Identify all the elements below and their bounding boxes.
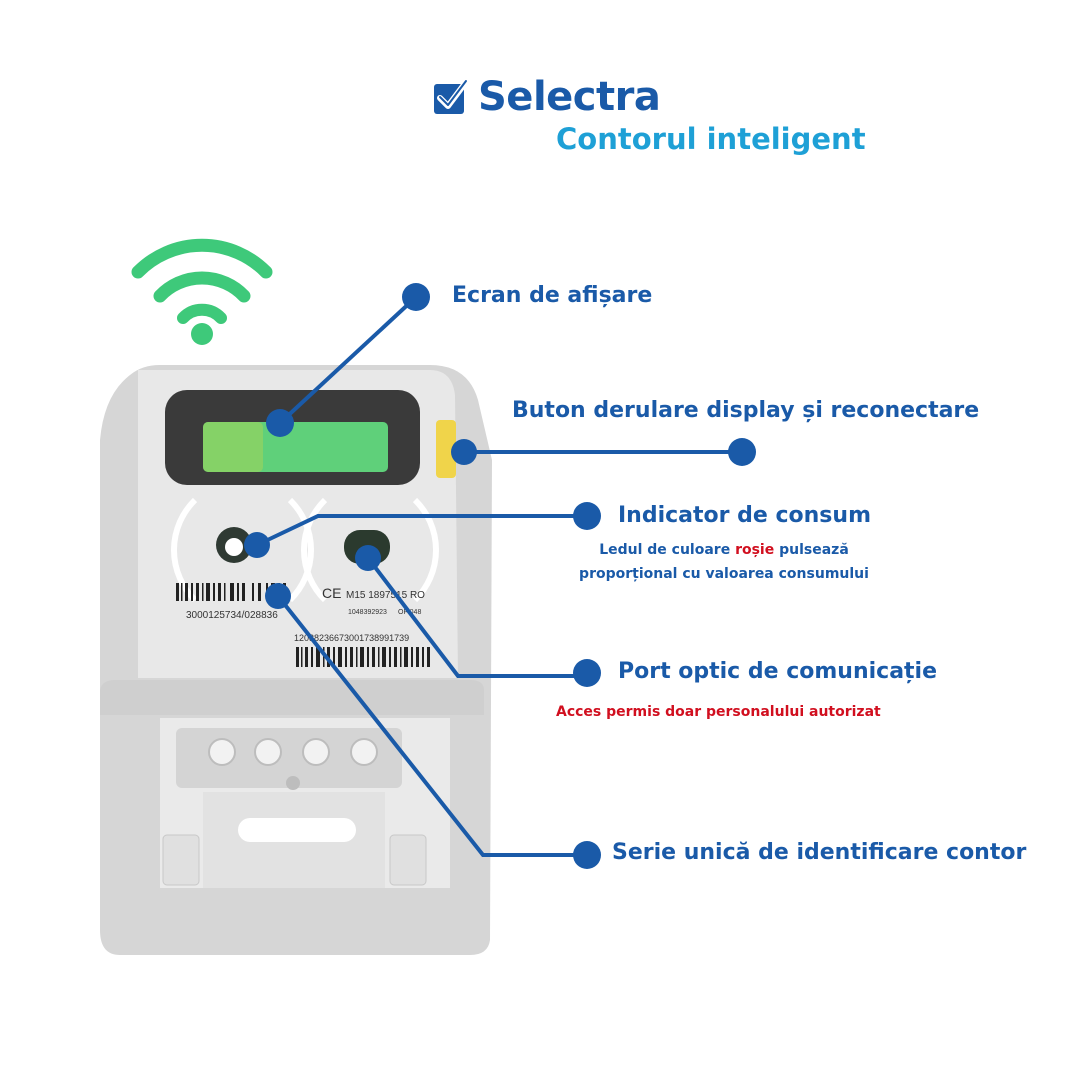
callout-line-display bbox=[278, 296, 417, 425]
meter-body: 3000125734/028836 CE M15 1897515 RO 1048… bbox=[100, 365, 492, 955]
callout-line-optical bbox=[366, 556, 588, 678]
label-serial-number: Serie unică de identificare contor bbox=[612, 840, 1027, 865]
checkbox-check-icon bbox=[434, 79, 469, 114]
dot-indicator-start bbox=[244, 532, 270, 558]
callout-line-indicator bbox=[256, 514, 588, 547]
indicator-desc-end: pulsează bbox=[774, 542, 849, 558]
label-scroll-button: Buton derulare display și reconectare bbox=[512, 398, 980, 423]
dot-optical-start bbox=[355, 545, 381, 571]
ce-mark: CE bbox=[322, 585, 341, 601]
callout-line-serial bbox=[276, 594, 588, 857]
dot-display-start bbox=[266, 409, 294, 437]
wifi-icon bbox=[131, 238, 273, 345]
dot-optical-end bbox=[573, 659, 601, 687]
small-left-text: 1048392923 bbox=[348, 609, 387, 616]
brand-name: Selectra bbox=[478, 74, 661, 120]
indicator-desc-start: Ledul de culoare bbox=[599, 542, 736, 558]
dot-button-end bbox=[728, 438, 756, 466]
page-subtitle: Contorul inteligent bbox=[556, 122, 866, 156]
serial-left-text: 3000125734/028836 bbox=[186, 610, 278, 621]
dot-serial-end bbox=[573, 841, 601, 869]
callout-lines bbox=[256, 296, 742, 857]
label-optical-port: Port optic de comunicație bbox=[618, 659, 938, 684]
callout-dots bbox=[244, 283, 756, 869]
label-consumption-indicator: Indicator de consum bbox=[618, 503, 871, 528]
terminal-screws bbox=[208, 738, 378, 766]
dot-button-start bbox=[451, 439, 477, 465]
label-display-screen: Ecran de afișare bbox=[452, 283, 653, 308]
indicator-description: Ledul de culoare roșie pulsează proporți… bbox=[556, 538, 892, 586]
scroll-button bbox=[436, 420, 456, 478]
barcode-number-text: 12038236673001738991739 bbox=[294, 633, 409, 643]
dot-serial-start bbox=[265, 583, 291, 609]
dot-display-end bbox=[402, 283, 430, 311]
dot-indicator-end bbox=[573, 502, 601, 530]
optical-port-warning: Acces permis doar personalului autorizat bbox=[556, 704, 881, 720]
indicator-desc-red: roșie bbox=[735, 542, 775, 558]
indicator-desc-line2: proporțional cu valoarea consumului bbox=[579, 566, 869, 582]
brand-logo: Selectra bbox=[432, 72, 661, 122]
model-text: M15 1897515 RO bbox=[346, 590, 425, 601]
